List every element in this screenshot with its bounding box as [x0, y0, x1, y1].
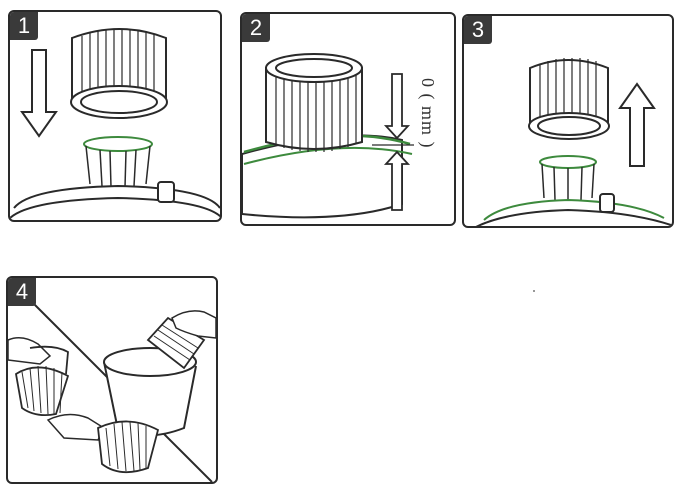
print-speck — [533, 290, 535, 292]
step-3-badge: 3 — [464, 16, 492, 44]
vacuum-base-icon — [474, 194, 672, 226]
step-4-illustration — [8, 278, 216, 482]
step-4-panel: 4 — [6, 276, 218, 484]
filter-cartridge-icon — [71, 29, 167, 118]
hand-icon — [48, 414, 104, 440]
filter-cartridge-icon — [98, 421, 158, 472]
step-1-illustration — [10, 12, 220, 220]
step-4-badge: 4 — [8, 278, 36, 306]
filter-cartridge-icon — [529, 58, 609, 139]
step-2-panel: 2 0 ( mm ) — [240, 12, 456, 226]
up-arrow-icon — [620, 84, 654, 166]
step-1-badge: 1 — [10, 12, 38, 40]
vacuum-base-icon — [10, 182, 220, 218]
filter-cage-icon — [540, 156, 596, 201]
gap-label: 0 ( mm ) — [417, 78, 438, 149]
step-2-badge: 2 — [242, 14, 270, 42]
hand-icon — [8, 338, 50, 364]
filter-cartridge-icon — [266, 54, 362, 152]
step-1-panel: 1 — [8, 10, 222, 222]
step-3-panel: 3 — [462, 14, 674, 228]
step-3-illustration — [464, 16, 672, 226]
filter-cage-icon — [84, 137, 152, 187]
down-arrow-icon — [22, 50, 56, 136]
